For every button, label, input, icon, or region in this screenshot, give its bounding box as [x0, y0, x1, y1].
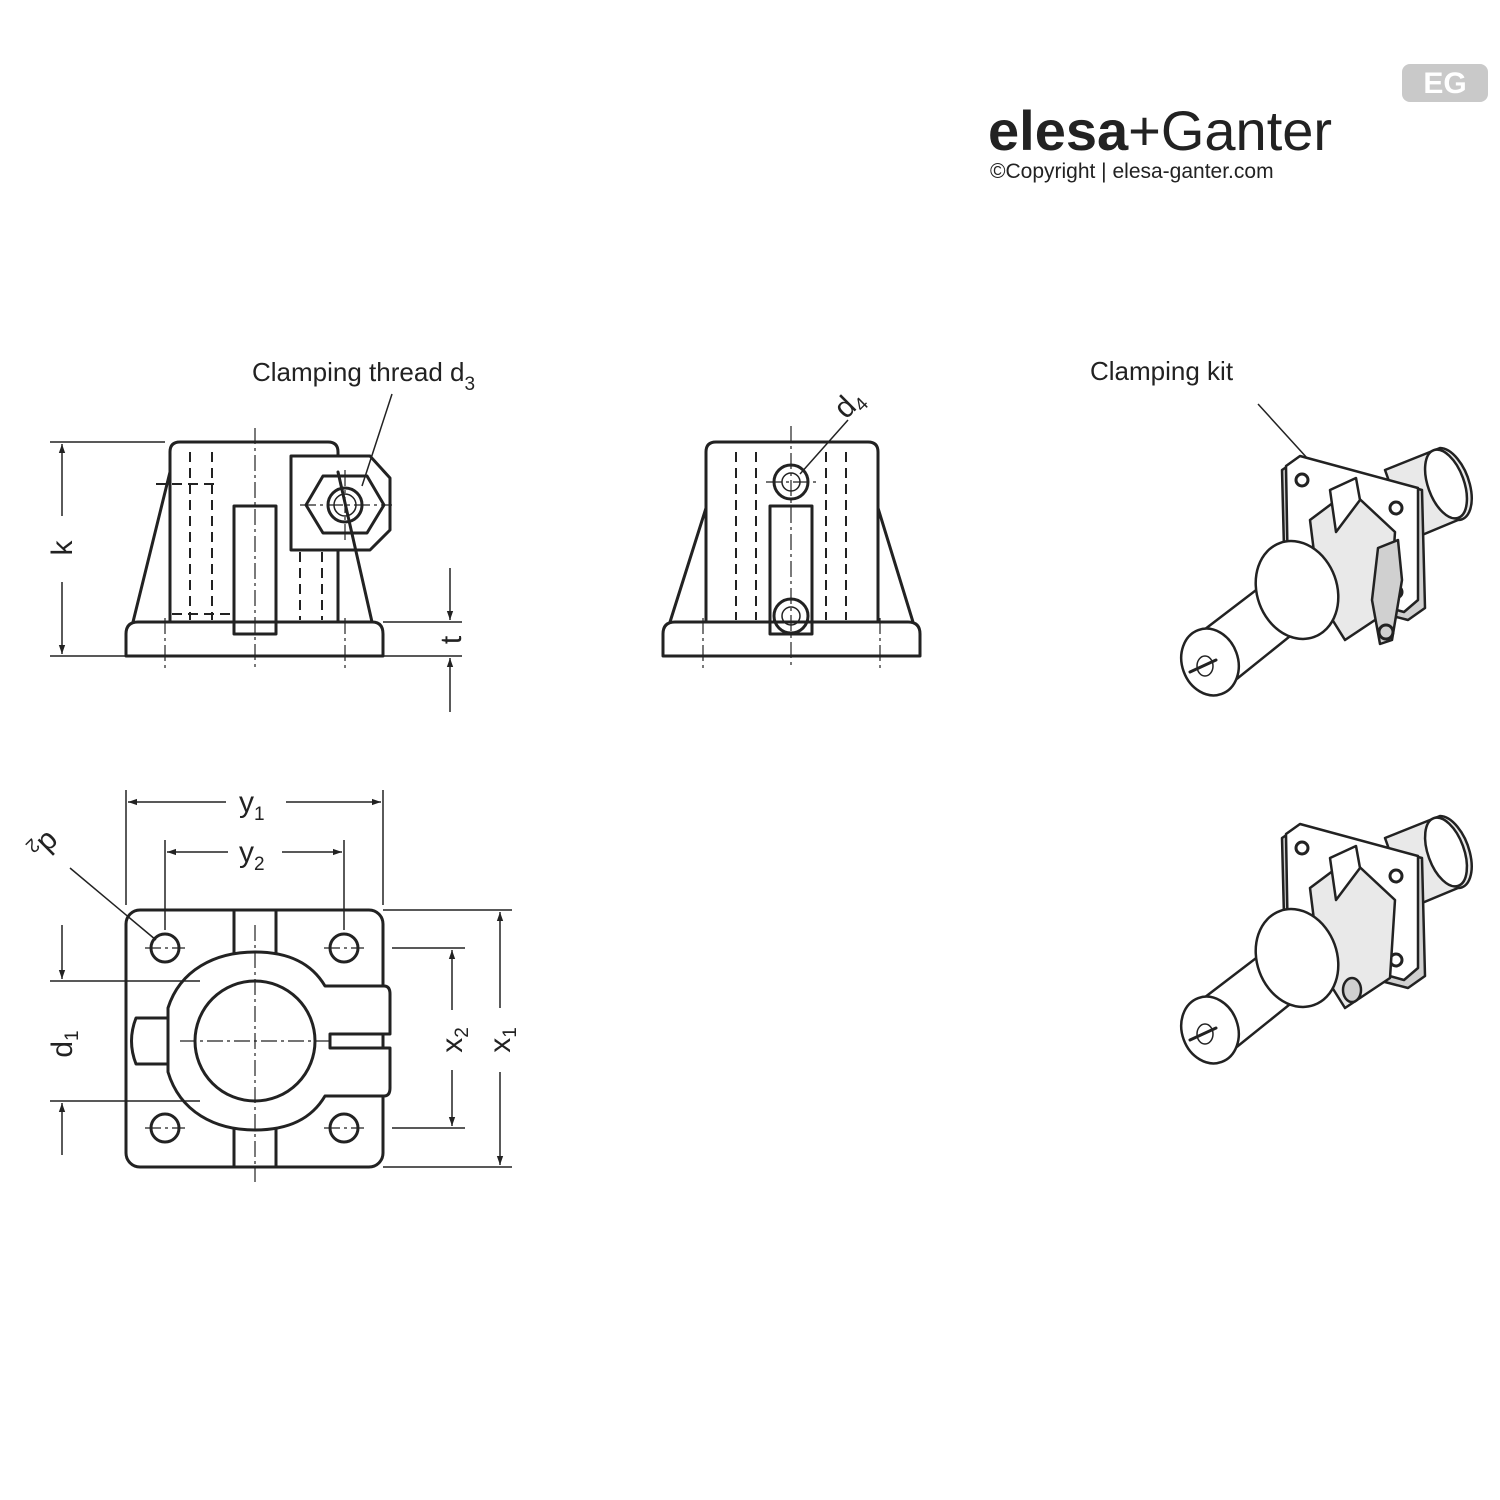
eg-badge-icon: EG — [1402, 64, 1488, 102]
front-view-body — [168, 440, 340, 624]
isometric-view — [1179, 814, 1473, 1065]
front-view-clamp-lug — [289, 454, 392, 552]
iso-rear-tube-end — [1423, 816, 1469, 888]
front-view-slot — [232, 504, 278, 636]
dimension-y2-base: y — [239, 836, 254, 869]
top-view-side-pin — [130, 1016, 170, 1066]
iso-rear-tube-end — [1423, 448, 1469, 520]
dimension-d1-base: d — [46, 1041, 79, 1058]
iso-mounting-hole — [1388, 868, 1404, 884]
eg-badge-text: EG — [1423, 67, 1466, 100]
dimension-t-label: t — [435, 635, 468, 644]
dimension-y1-subscript: 1 — [254, 804, 265, 825]
dimension-d4-label: d4 — [828, 382, 874, 428]
clamping-kit-screw-icon — [1377, 623, 1395, 641]
dimension-d1-label: d1 — [46, 1030, 83, 1057]
top-view-base-plate — [124, 908, 385, 1169]
iso-shaft-keyhole — [1196, 655, 1214, 677]
top-view: y1 y2 d2 d1 x2 — [21, 786, 521, 1182]
side-view: d4 — [661, 382, 922, 668]
iso-clamp-lug — [1328, 844, 1362, 902]
dimension-x1-base: x — [484, 1038, 517, 1053]
iso-shaft-keyhole — [1196, 1023, 1214, 1045]
d2-leader-line — [69, 867, 157, 941]
dimension-x2-label: x2 — [436, 1027, 473, 1053]
brand-name-part1: elesa — [988, 99, 1129, 162]
clamping-kit-callout: Clamping kit — [1090, 356, 1234, 386]
isometric-view-with-clamping-kit: Clamping kit — [1090, 356, 1473, 697]
front-view-left-rib — [131, 470, 172, 624]
iso-mounting-hole — [1294, 840, 1310, 856]
side-view-body — [704, 440, 880, 624]
iso-shaft-slot — [1188, 658, 1218, 674]
front-view: k t Clamping thread d3 — [46, 357, 475, 712]
dimension-y1-label: y1 — [239, 786, 265, 825]
brand-name-plus: + — [1128, 99, 1161, 162]
clamping-thread-leader-line — [361, 393, 393, 487]
brand-logo: EG elesa+Ganter ©Copyright | elesa-gante… — [988, 64, 1488, 183]
iso-hex-nut-icon — [1341, 976, 1363, 1004]
clamping-kit-lever — [1370, 538, 1404, 646]
copyright-text: ©Copyright | elesa-ganter.com — [990, 160, 1274, 183]
dimension-k-label: k — [46, 540, 79, 556]
dimension-y2-subscript: 2 — [254, 854, 265, 875]
clamping-thread-text: Clamping thread d — [252, 357, 464, 387]
iso-shaft-slot — [1188, 1026, 1218, 1042]
side-view-left-rib — [668, 506, 708, 624]
iso-clamp-lug — [1328, 476, 1362, 534]
d4-leader-line — [799, 419, 849, 475]
dimension-x2-base: x — [436, 1038, 469, 1053]
dimension-y2-label: y2 — [239, 836, 265, 875]
dimension-x1-label: x1 — [484, 1027, 521, 1053]
clamping-thread-subscript: 3 — [464, 374, 475, 395]
dimension-d2-label: d2 — [21, 822, 66, 867]
dimension-x1-subscript: 1 — [500, 1027, 521, 1038]
iso-shaft-collar — [1254, 907, 1340, 1009]
side-view-right-rib — [876, 506, 915, 624]
dimension-d1-subscript: 1 — [62, 1030, 83, 1041]
iso-mounting-hole — [1294, 472, 1310, 488]
brand-name-part2: Ganter — [1161, 99, 1332, 162]
brand-name-elesa: elesa+Ganter — [988, 99, 1332, 162]
iso-mounting-hole — [1388, 500, 1404, 516]
iso-shaft-collar — [1254, 539, 1340, 641]
clamping-thread-callout: Clamping thread d3 — [252, 357, 475, 395]
front-view-right-rib — [336, 470, 374, 624]
dimension-y1-base: y — [239, 786, 254, 819]
dimension-x2-subscript: 2 — [452, 1027, 473, 1038]
